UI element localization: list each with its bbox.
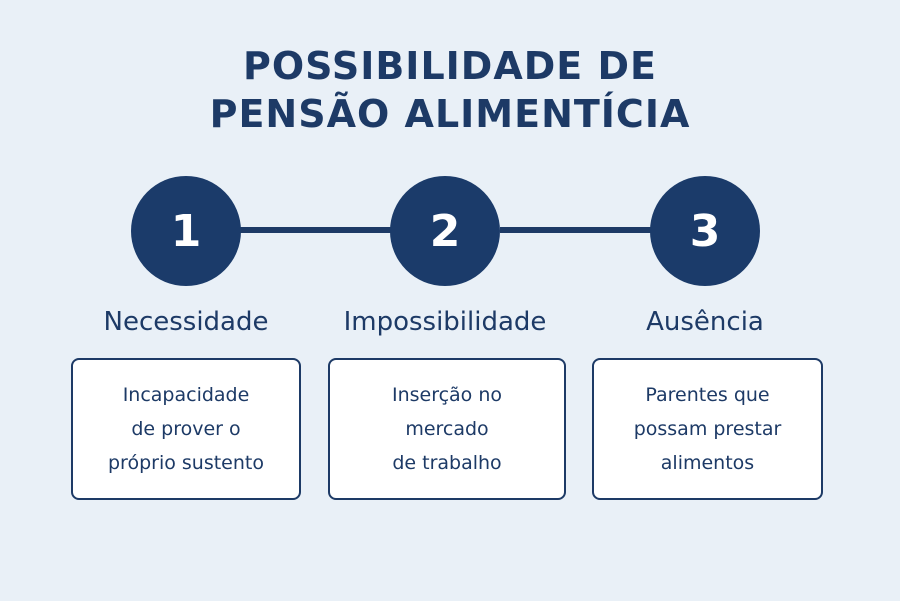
step-2-description: Inserção no mercado de trabalho bbox=[391, 384, 503, 474]
step-1-card: Incapacidade de prover o próprio sustent… bbox=[71, 358, 301, 500]
step-2-circle: 2 bbox=[390, 176, 500, 286]
step-1-label: Necessidade bbox=[103, 307, 269, 337]
step-2-number: 2 bbox=[429, 205, 461, 257]
connector-1-2 bbox=[240, 227, 392, 233]
step-3-label: Ausência bbox=[646, 307, 764, 337]
diagram-title: POSSIBILIDADE DE PENSÃO ALIMENTÍCIA bbox=[0, 42, 900, 138]
step-1-number: 1 bbox=[170, 205, 202, 257]
step-2-card: Inserção no mercado de trabalho bbox=[328, 358, 566, 500]
step-3-description: Parentes que possam prestar alimentos bbox=[633, 384, 782, 474]
title-line-1: POSSIBILIDADE DE bbox=[243, 44, 657, 88]
connector-2-3 bbox=[500, 227, 652, 233]
step-3-circle: 3 bbox=[650, 176, 760, 286]
step-3-card: Parentes que possam prestar alimentos bbox=[592, 358, 823, 500]
step-1-description: Incapacidade de prover o próprio sustent… bbox=[108, 384, 264, 474]
step-2-label: Impossibilidade bbox=[343, 307, 547, 337]
step-1-circle: 1 bbox=[131, 176, 241, 286]
step-3-number: 3 bbox=[689, 205, 721, 257]
title-line-2: PENSÃO ALIMENTÍCIA bbox=[209, 92, 691, 136]
